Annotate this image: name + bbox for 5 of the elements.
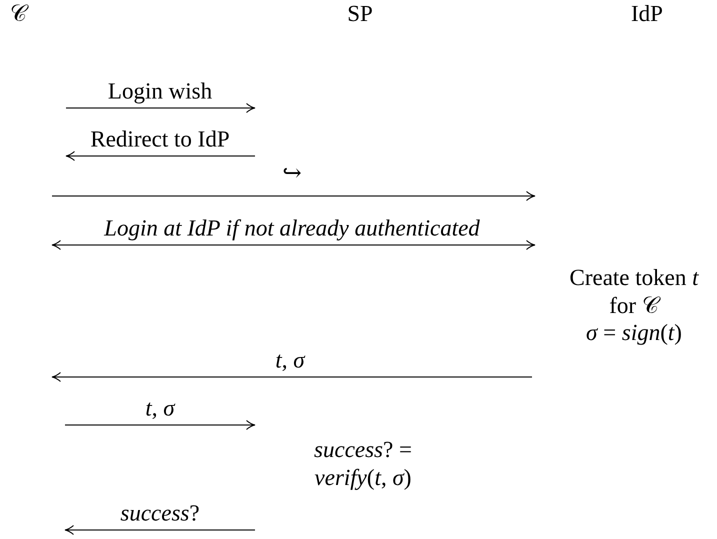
computation-note: success? = verify(t, σ) xyxy=(288,436,438,492)
participant-label: 𝒞 xyxy=(10,0,40,28)
participant-label: IdP xyxy=(612,0,682,28)
note-text: σ = sign(t) xyxy=(585,319,683,347)
participant-label: SP xyxy=(330,0,390,28)
